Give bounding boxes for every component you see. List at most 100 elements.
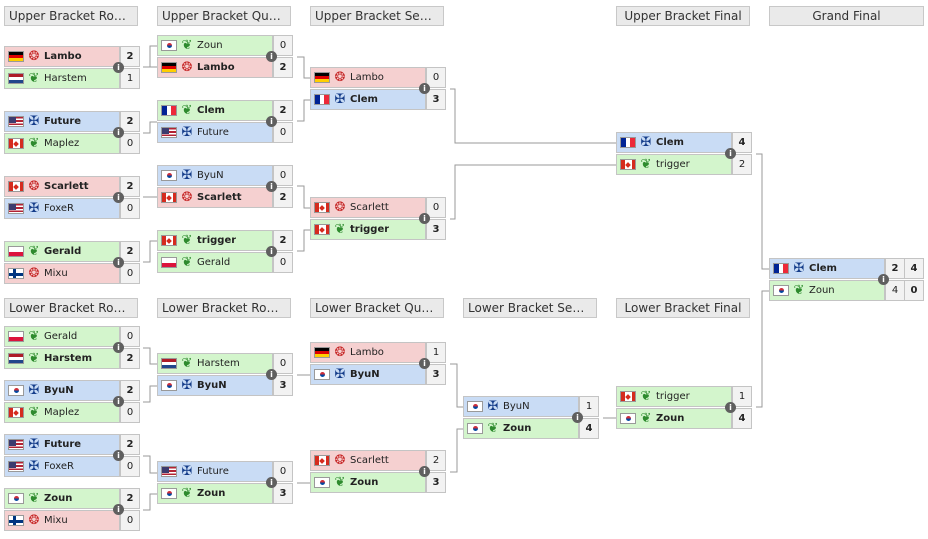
match-info-icon[interactable]: i	[113, 257, 124, 268]
zerg-race-icon: ❂	[334, 344, 346, 360]
player-score: 1	[120, 68, 140, 89]
player-name: ByuN	[197, 380, 227, 391]
player-slot[interactable]: ✠FoxeR	[4, 198, 120, 219]
match-info-icon[interactable]: i	[266, 51, 277, 62]
player-slot[interactable]: ❦Gerald	[157, 252, 273, 273]
player-slot[interactable]: ✠ ByuN	[157, 375, 273, 396]
player-slot[interactable]: ❂Lambo	[4, 46, 120, 67]
player-name: Zoun	[197, 488, 226, 499]
player-slot[interactable]: ❦Harstem	[4, 348, 120, 369]
player-slot[interactable]: ❦Zoun	[4, 488, 120, 509]
player-slot[interactable]: ❦Harstem	[4, 68, 120, 89]
player-slot[interactable]: ✠ByuN	[157, 165, 273, 186]
match-info-icon[interactable]: i	[266, 246, 277, 257]
player-score: 1	[426, 342, 446, 363]
match-info-icon[interactable]: i	[419, 213, 430, 224]
player-slot[interactable]: ❦Maplez	[4, 133, 120, 154]
player-slot[interactable]: ❦Harstem	[157, 353, 273, 374]
player-slot[interactable]: ❂Lambo	[157, 57, 273, 78]
player-slot[interactable]: ✠ByuN	[463, 396, 579, 417]
player-slot[interactable]: ❂Mixu	[4, 510, 120, 531]
match-info-icon[interactable]: i	[266, 181, 277, 192]
player-slot[interactable]: ❦Zoun	[157, 483, 273, 504]
match-info-icon[interactable]: i	[113, 396, 124, 407]
flag-nl-icon	[8, 353, 24, 364]
terran-race-icon: ✠	[334, 366, 346, 382]
header-lower-bracket-round-2: Lower Bracket Round 2	[157, 298, 291, 318]
player-score: 0	[273, 35, 293, 56]
player-slot[interactable]: ❂Mixu	[4, 263, 120, 284]
match-info-icon[interactable]: i	[113, 504, 124, 515]
player-slot[interactable]: ❦Maplez	[4, 402, 120, 423]
player-name: trigger	[656, 159, 690, 170]
player-slot[interactable]: ❦trigger	[616, 386, 732, 407]
protoss-race-icon: ❦	[793, 282, 805, 298]
player-name: Zoun	[197, 40, 223, 51]
player-slot[interactable]: ❦trigger	[616, 154, 732, 175]
player-slot[interactable]: ✠Clem	[310, 89, 426, 110]
protoss-race-icon: ❦	[334, 221, 346, 237]
match-info-icon[interactable]: i	[725, 402, 736, 413]
player-slot[interactable]: ❦Zoun	[463, 418, 579, 439]
match-info-icon[interactable]: i	[266, 477, 277, 488]
player-slot[interactable]: ❦Zoun	[616, 408, 732, 429]
match-info-icon[interactable]: i	[878, 274, 889, 285]
player-score: 0	[273, 353, 293, 374]
flag-kr-icon	[161, 488, 177, 499]
match-info-icon[interactable]: i	[725, 148, 736, 159]
player-slot[interactable]: ❦Zoun	[157, 35, 273, 56]
player-name: Clem	[656, 137, 684, 148]
player-slot[interactable]: ❦trigger	[157, 230, 273, 251]
player-slot[interactable]: ✠Clem	[616, 132, 732, 153]
player-slot[interactable]: ❦Clem	[157, 100, 273, 121]
player-slot[interactable]: ❂Lambo	[310, 342, 426, 363]
match-info-icon[interactable]: i	[113, 450, 124, 461]
player-score: 0	[120, 133, 140, 154]
player-slot[interactable]: ❂Scarlett	[310, 197, 426, 218]
player-name: Harstem	[197, 358, 240, 369]
player-slot[interactable]: ✠Future	[157, 122, 273, 143]
flag-de-icon	[314, 72, 330, 83]
player-score: 0	[426, 197, 446, 218]
player-slot[interactable]: ❂Scarlett	[310, 450, 426, 471]
match-info-icon[interactable]: i	[419, 466, 430, 477]
flag-fi-icon	[8, 515, 24, 526]
player-slot[interactable]: ❦Zoun	[769, 280, 885, 301]
terran-race-icon: ✠	[181, 377, 193, 393]
match-info-icon[interactable]: i	[266, 116, 277, 127]
player-slot[interactable]: ❦Zoun	[310, 472, 426, 493]
player-score: 3	[426, 472, 446, 493]
match-info-icon[interactable]: i	[572, 412, 583, 423]
match-info-icon[interactable]: i	[419, 83, 430, 94]
player-slot[interactable]: ❂Scarlett	[157, 187, 273, 208]
player-slot[interactable]: ✠Future	[4, 434, 120, 455]
player-score: 2	[273, 187, 293, 208]
player-slot[interactable]: ❂Scarlett	[4, 176, 120, 197]
player-slot[interactable]: ❦Gerald	[4, 241, 120, 262]
player-slot[interactable]: ✠ByuN	[4, 380, 120, 401]
match-info-icon[interactable]: i	[266, 369, 277, 380]
match-info-icon[interactable]: i	[419, 358, 430, 369]
player-slot[interactable]: ❂Lambo	[310, 67, 426, 88]
player-slot[interactable]: ✠Clem	[769, 258, 885, 279]
match-info-icon[interactable]: i	[113, 342, 124, 353]
match-info-icon[interactable]: i	[113, 62, 124, 73]
player-score: 0	[273, 461, 293, 482]
player-slot[interactable]: ✠ByuN	[310, 364, 426, 385]
player-name: Zoun	[503, 423, 532, 434]
player-name: Scarlett	[197, 192, 242, 203]
match-info-icon[interactable]: i	[113, 192, 124, 203]
player-slot[interactable]: ✠Future	[157, 461, 273, 482]
match-info-icon[interactable]: i	[113, 127, 124, 138]
player-slot[interactable]: ❦trigger	[310, 219, 426, 240]
player-slot[interactable]: ❦Gerald	[4, 326, 120, 347]
player-slot[interactable]: ✠FoxeR	[4, 456, 120, 477]
protoss-race-icon: ❦	[28, 404, 40, 420]
player-slot[interactable]: ✠Future	[4, 111, 120, 132]
